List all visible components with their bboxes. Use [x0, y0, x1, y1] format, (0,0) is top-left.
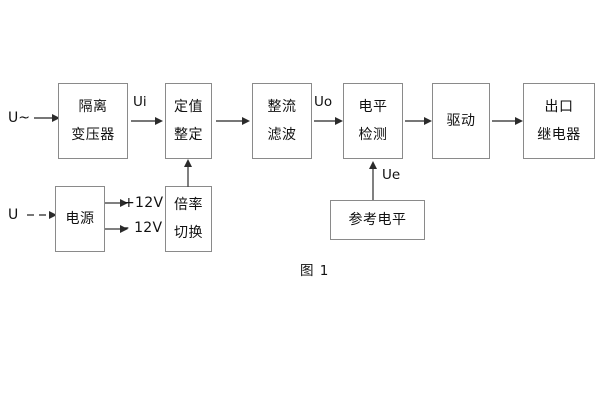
arrow-rectify-to-level-detect [314, 115, 343, 127]
block-isolation-transformer: 隔离 变压器 [58, 83, 128, 159]
block-ratio-switch-line-1: 倍率 [174, 197, 203, 213]
block-output-relay-line-1: 出口 [544, 99, 574, 115]
block-drive: 驱动 [432, 83, 490, 159]
block-level-detect: 电平 检测 [343, 83, 403, 159]
block-rectify-filter-line-2: 滤波 [267, 127, 297, 143]
block-level-detect-line-2: 检测 [358, 127, 388, 143]
rail-label-negative: - 12V [124, 220, 163, 236]
rail-label-positive: +12V [123, 195, 164, 211]
block-reference-level-line-1: 参考电平 [348, 212, 407, 228]
signal-label-ue: Ue [382, 167, 401, 183]
block-isolation-transformer-line-2: 变压器 [71, 127, 115, 143]
block-power-supply-line-1: 电源 [65, 211, 95, 227]
block-output-relay: 出口 继电器 [523, 83, 595, 159]
block-setting-value-line-1: 定值 [174, 99, 203, 115]
arrow-drive-to-output-relay [492, 115, 523, 127]
arrow-reference-level-to-level-detect [367, 161, 379, 200]
block-isolation-transformer-line-1: 隔离 [78, 99, 108, 115]
input-label-dc: U [8, 207, 19, 223]
block-rectify-filter: 整流 滤波 [252, 83, 312, 159]
block-reference-level: 参考电平 [330, 200, 425, 240]
arrow-power-supply-negative-rail [105, 223, 128, 235]
block-output-relay-line-2: 继电器 [537, 127, 581, 143]
block-rectify-filter-line-1: 整流 [267, 99, 297, 115]
input-label-ac: U~ [8, 110, 30, 126]
block-ratio-switch: 倍率 切换 [165, 186, 212, 252]
arrow-setting-to-rectify [216, 115, 250, 127]
signal-label-uo: Uo [314, 94, 333, 110]
block-drive-line-1: 驱动 [446, 113, 476, 129]
figure-caption: 图 1 [300, 263, 330, 279]
arrow-power-supply-positive-rail [105, 197, 128, 209]
arrow-isolation-to-setting [131, 115, 163, 127]
arrow-level-detect-to-drive [405, 115, 432, 127]
arrow-ac-input-to-isolation [34, 112, 60, 124]
block-power-supply: 电源 [55, 186, 105, 252]
signal-label-ui: Ui [133, 94, 147, 110]
block-level-detect-line-1: 电平 [358, 99, 388, 115]
block-setting-value: 定值 整定 [165, 83, 212, 159]
arrow-dc-input-to-power-supply [27, 209, 57, 221]
block-ratio-switch-line-2: 切换 [174, 225, 203, 241]
block-setting-value-line-2: 整定 [174, 127, 203, 143]
arrow-ratio-switch-to-setting [182, 159, 194, 187]
